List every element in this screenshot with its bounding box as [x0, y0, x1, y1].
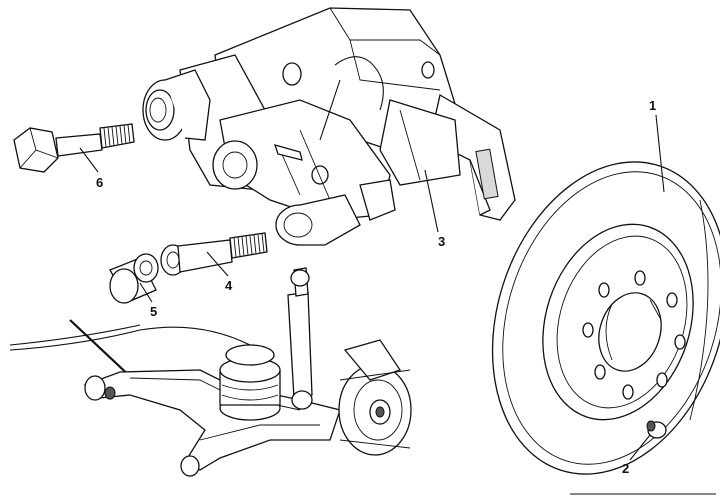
callout-label-1: 1	[649, 98, 656, 113]
brake-caliper	[142, 7, 516, 246]
brake-disc	[491, 161, 720, 475]
guide-bushing	[109, 253, 159, 304]
suspension-assembly	[9, 267, 412, 477]
mounting-bolt	[13, 123, 135, 173]
callout-leaders	[79, 114, 665, 461]
wheel-bolt-holes	[582, 270, 686, 400]
nut	[646, 420, 667, 439]
callout-label-5: 5	[150, 304, 157, 319]
callout-label-2: 2	[622, 461, 629, 476]
guide-bolt	[160, 232, 268, 276]
callout-label-6: 6	[96, 175, 103, 190]
callout-label-4: 4	[225, 278, 233, 293]
callout-label-3: 3	[438, 234, 445, 249]
